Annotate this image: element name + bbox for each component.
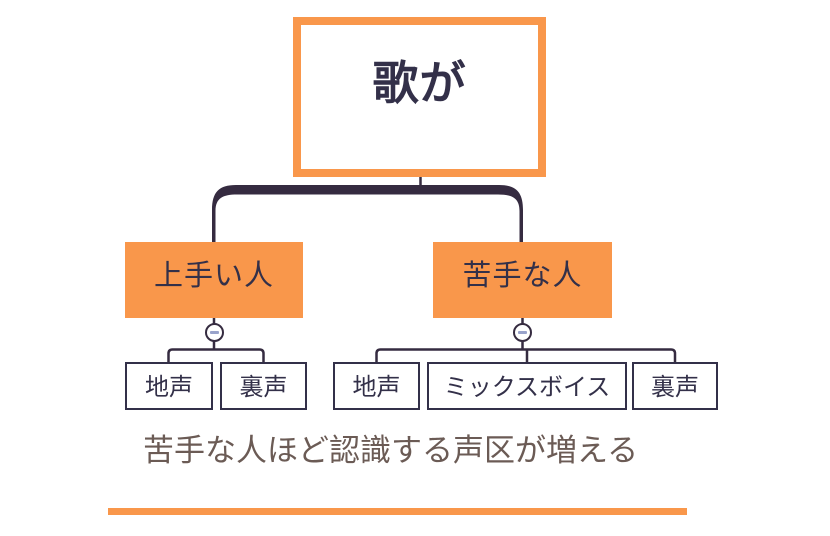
leaf-node-falsetto-right[interactable]: 裏声 [632,362,718,410]
leaf-node-label: 地声 [352,373,401,401]
root-node[interactable]: 歌が [293,17,546,177]
right-children-connector [375,348,677,362]
branch-node-good-singer[interactable]: 上手い人 [125,242,303,318]
root-bracket-connector [212,185,523,242]
divider-line [108,508,687,515]
leaf-node-label: 裏声 [239,373,288,401]
leaf-node-label: 裏声 [651,373,699,401]
collapse-toggle-left[interactable] [205,323,224,342]
leaf-node-mixed-voice[interactable]: ミックスボイス [427,362,627,410]
leaf-node-falsetto-left[interactable]: 裏声 [220,362,307,410]
minus-icon [210,331,219,334]
leaf-node-chest-voice-left[interactable]: 地声 [125,362,213,410]
branch-node-bad-singer[interactable]: 苦手な人 [433,242,612,318]
root-node-label: 歌が [372,57,467,109]
collapse-toggle-right[interactable] [513,323,532,342]
caption-text: 苦手な人ほど認識する声区が増える [143,433,639,468]
branch-node-label: 苦手な人 [462,260,583,292]
leaf-node-label: ミックスボイス [443,373,611,401]
leaf-node-chest-voice-right[interactable]: 地声 [333,362,420,410]
branch-node-label: 上手い人 [153,260,274,292]
minus-icon [518,331,527,334]
left-children-connector [167,348,265,362]
leaf-node-label: 地声 [145,373,193,401]
